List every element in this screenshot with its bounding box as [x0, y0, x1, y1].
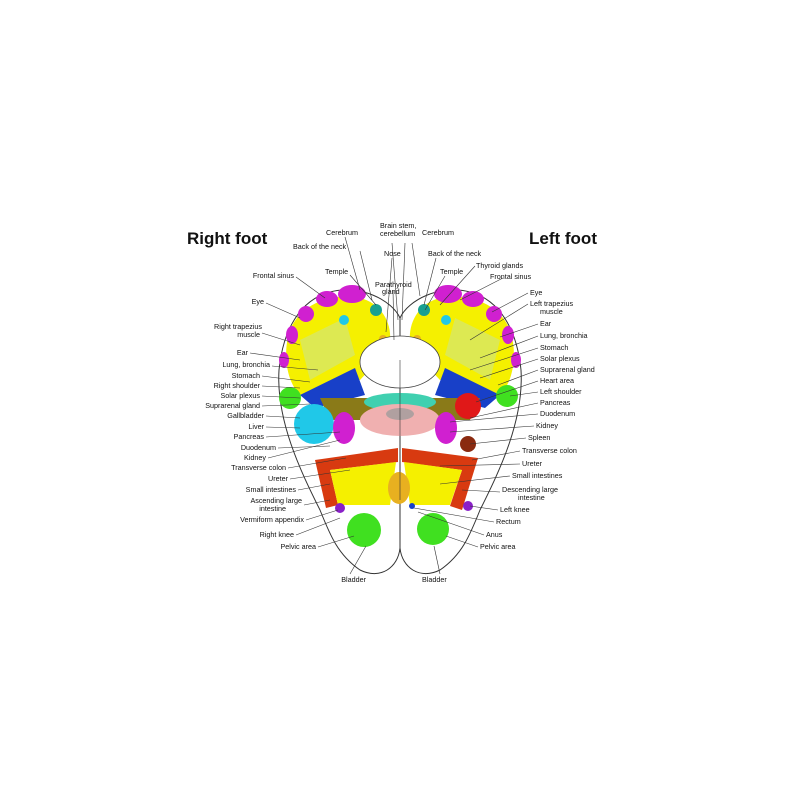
- left-label: Duodenum: [540, 409, 575, 418]
- left-label: Pelvic area: [480, 542, 516, 551]
- right-foot-title: Right foot: [187, 229, 268, 248]
- right-toe-tips: [279, 285, 366, 368]
- left-foot-title: Left foot: [529, 229, 597, 248]
- right-foot-labels: Frontal sinus Eye Right trapezius muscle…: [205, 271, 366, 584]
- right-shoulder-green: [279, 387, 301, 409]
- back-of-neck-left-label: Back of the neck: [428, 249, 482, 258]
- right-lung-zone: [300, 318, 355, 380]
- right-kidney: [333, 412, 355, 444]
- right-label: Ureter: [268, 474, 289, 483]
- right-label: Small intestines: [246, 485, 297, 494]
- right-label: Lung, bronchia: [222, 360, 270, 369]
- right-leader-lines: [249, 276, 367, 575]
- right-label: Kidney: [244, 453, 266, 462]
- left-leader-lines: [344, 236, 539, 575]
- left-label: Ear: [540, 319, 552, 328]
- brain-stem-label-1: Brain stem,: [380, 221, 416, 230]
- left-foot-labels: Thyroid glands Frontal sinus Eye Left tr…: [422, 261, 595, 584]
- right-label: Ascending large: [250, 496, 302, 505]
- right-sinus-dot: [339, 315, 349, 325]
- right-knee: [335, 503, 345, 513]
- left-small-intestines: [404, 462, 462, 505]
- right-label: Vermiform appendix: [240, 515, 304, 524]
- left-label: Anus: [486, 530, 503, 539]
- left-eye-dot: [418, 304, 430, 316]
- spleen-area: [460, 436, 476, 452]
- right-eye-dot: [370, 304, 382, 316]
- left-label: Left shoulder: [540, 387, 582, 396]
- right-small-intestines: [330, 462, 396, 505]
- left-label: Stomach: [540, 343, 568, 352]
- left-shoulder-green: [496, 385, 518, 407]
- heart-area: [455, 393, 481, 419]
- right-label: Right knee: [260, 530, 294, 539]
- brain-stem-label-2: cerebellum: [380, 229, 415, 238]
- cerebrum-right-label: Cerebrum: [326, 228, 358, 237]
- left-label: Lung, bronchia: [540, 331, 588, 340]
- right-label: Pelvic area: [280, 542, 316, 551]
- left-kidney: [435, 412, 457, 444]
- right-label: muscle: [237, 330, 260, 339]
- back-of-neck-right-label: Back of the neck: [293, 242, 347, 251]
- left-label: Small intestines: [512, 471, 563, 480]
- right-label: Stomach: [232, 371, 260, 380]
- left-label: Suprarenal gland: [540, 365, 595, 374]
- left-label: Eye: [530, 288, 542, 297]
- left-label: Descending large: [502, 485, 558, 494]
- left-label: Ureter: [522, 459, 543, 468]
- nose-label: Nose: [384, 249, 401, 258]
- right-label: Bladder: [341, 575, 366, 584]
- liver-area: [294, 404, 334, 444]
- right-label: Ear: [237, 348, 249, 357]
- left-label: Left knee: [500, 505, 530, 514]
- left-label: Kidney: [536, 421, 558, 430]
- right-label: Transverse colon: [231, 463, 286, 472]
- rectum-dot: [409, 503, 415, 509]
- right-label: Liver: [248, 422, 264, 431]
- parathyroid-label-1: Parathyroid: [375, 280, 412, 289]
- left-intestine-frame: [402, 448, 478, 510]
- right-label: Gallbladder: [227, 411, 264, 420]
- left-label: Left trapezius: [530, 299, 574, 308]
- right-label: Suprarenal gland: [205, 401, 260, 410]
- right-label: Pancreas: [234, 432, 265, 441]
- left-label: Rectum: [496, 517, 521, 526]
- right-pelvic: [347, 513, 381, 547]
- left-label: muscle: [540, 307, 563, 316]
- right-label: Right shoulder: [214, 381, 261, 390]
- left-sinus-dot: [441, 315, 451, 325]
- cerebrum-left-label: Cerebrum: [422, 228, 454, 237]
- temple-right-label: Temple: [325, 267, 348, 276]
- right-label: Right trapezius: [214, 322, 262, 331]
- left-label: Spleen: [528, 433, 550, 442]
- left-label: Bladder: [422, 575, 447, 584]
- right-label: intestine: [259, 504, 286, 513]
- left-label: Frontal sinus: [490, 272, 532, 281]
- left-label: intestine: [518, 493, 545, 502]
- parathyroid-label-2: gland: [382, 287, 400, 296]
- left-label: Pancreas: [540, 398, 571, 407]
- left-label: Heart area: [540, 376, 574, 385]
- left-label: Solar plexus: [540, 354, 580, 363]
- right-label: Duodenum: [241, 443, 276, 452]
- right-label: Frontal sinus: [253, 271, 295, 280]
- left-knee: [463, 501, 473, 511]
- left-pelvic: [417, 513, 449, 545]
- temple-left-label: Temple: [440, 267, 463, 276]
- right-label: Solar plexus: [220, 391, 260, 400]
- left-label: Transverse colon: [522, 446, 577, 455]
- right-intestine-frame: [315, 448, 398, 508]
- left-label: Thyroid glands: [476, 261, 524, 270]
- right-label: Eye: [252, 297, 264, 306]
- bladder-center: [388, 472, 410, 504]
- top-labels: Brain stem, cerebellum Cerebrum Cerebrum…: [293, 221, 482, 296]
